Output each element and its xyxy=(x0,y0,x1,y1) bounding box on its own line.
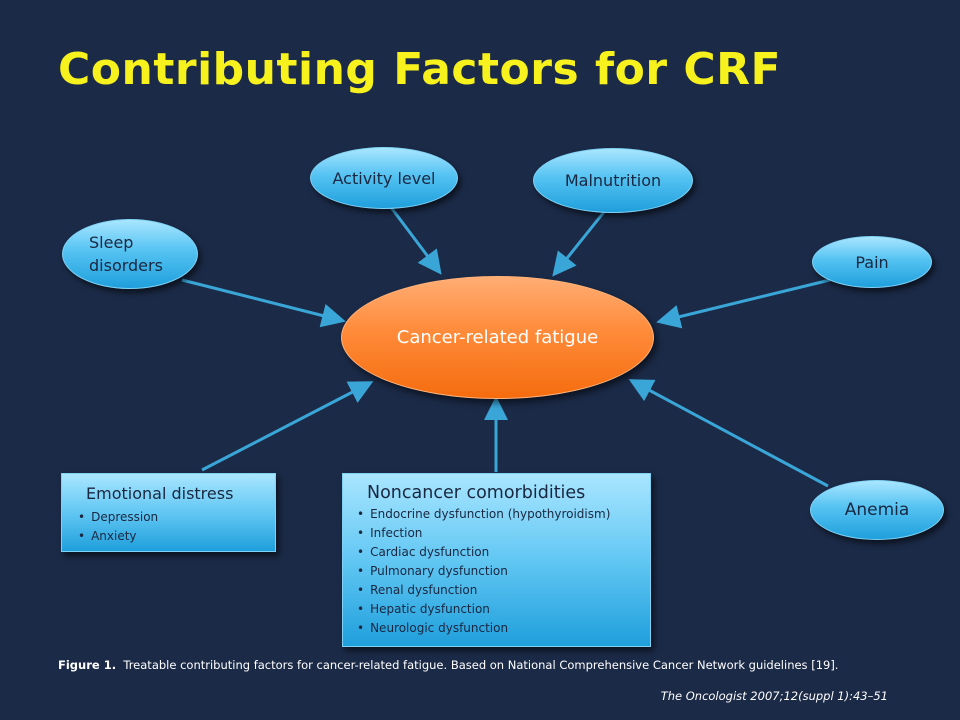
list-item: Depression xyxy=(78,508,275,527)
activity-level-node: Activity level xyxy=(310,147,458,209)
activity-level-label: Activity level xyxy=(332,168,436,188)
sleep-label-line2: disorders xyxy=(89,256,163,275)
caption-text: Treatable contributing factors for cance… xyxy=(123,658,839,672)
figure-caption: Figure 1. Treatable contributing factors… xyxy=(58,658,838,672)
list-item: Anxiety xyxy=(78,527,275,546)
noncancer-heading: Noncancer comorbidities xyxy=(367,483,586,503)
slide-title: Contributing Factors for CRF xyxy=(58,44,782,95)
sleep-disorders-node: Sleep disorders xyxy=(62,219,198,289)
malnutrition-label: Malnutrition xyxy=(564,171,662,190)
arrow-sleep xyxy=(181,278,346,328)
arrow-anemia xyxy=(628,379,829,488)
list-item: Endocrine dysfunction (hypothyroidism) xyxy=(357,505,650,524)
arrow-malnutrition xyxy=(552,211,606,277)
arrow-emotional xyxy=(201,381,374,472)
list-item: Renal dysfunction xyxy=(357,581,650,600)
noncancer-list: Endocrine dysfunction (hypothyroidism) I… xyxy=(357,505,650,638)
emotional-distress-list: Depression Anxiety xyxy=(78,508,275,546)
list-item: Cardiac dysfunction xyxy=(357,543,650,562)
center-label: Cancer-related fatigue xyxy=(396,327,599,348)
sleep-label-line1: Sleep xyxy=(89,233,134,252)
arrow-pain xyxy=(656,278,831,329)
pain-node: Pain xyxy=(812,236,932,288)
noncancer-comorbidities-box: Noncancer comorbidities Endocrine dysfun… xyxy=(342,473,651,647)
arrow-activity xyxy=(388,205,442,275)
list-item: Pulmonary dysfunction xyxy=(357,562,650,581)
emotional-distress-heading: Emotional distress xyxy=(86,484,234,503)
malnutrition-node: Malnutrition xyxy=(533,148,693,213)
cancer-related-fatigue-node: Cancer-related fatigue xyxy=(341,276,654,399)
list-item: Infection xyxy=(357,524,650,543)
caption-label: Figure 1. xyxy=(58,658,117,672)
emotional-distress-box: Emotional distress Depression Anxiety xyxy=(61,473,276,552)
pain-label: Pain xyxy=(855,252,889,272)
anemia-label: Anemia xyxy=(844,500,910,520)
anemia-node: Anemia xyxy=(810,480,944,540)
list-item: Neurologic dysfunction xyxy=(357,619,650,638)
list-item: Hepatic dysfunction xyxy=(357,600,650,619)
citation: The Oncologist 2007;12(suppl 1):43–51 xyxy=(660,689,888,703)
